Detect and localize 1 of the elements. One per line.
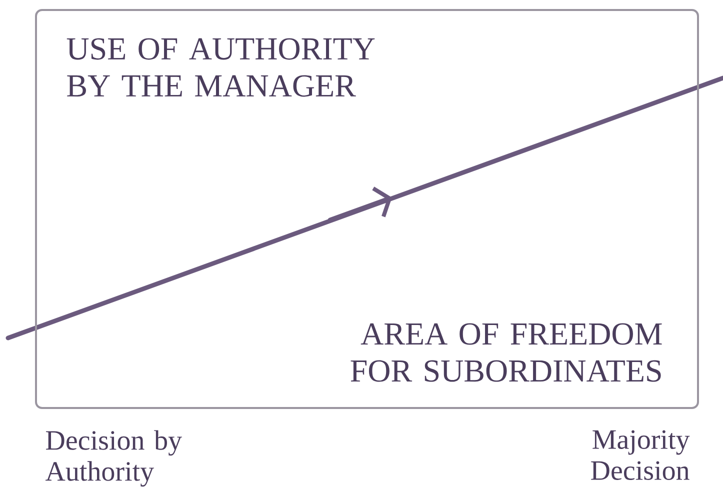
area-box: USE OF AUTHORITY BY THE MANAGER AREA OF FREEDOM FOR SUBORDINATES bbox=[35, 9, 699, 409]
